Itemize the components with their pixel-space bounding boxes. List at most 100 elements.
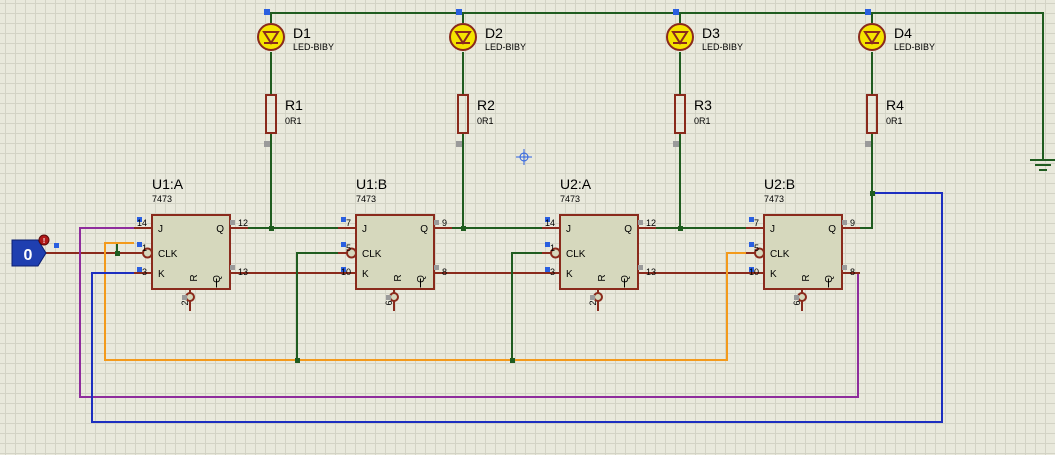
pin-marker <box>230 220 235 225</box>
svg-text:Q: Q <box>620 275 631 283</box>
junction-dot <box>269 226 274 231</box>
pin-number-r: 2 <box>180 300 190 305</box>
chip-body[interactable] <box>355 214 435 290</box>
ground-icon[interactable] <box>1030 155 1055 171</box>
resistor-value: 0R1 <box>285 116 302 126</box>
led-icon[interactable] <box>858 23 886 51</box>
led-icon[interactable] <box>666 23 694 51</box>
wire-orange-loop[interactable] <box>104 242 746 361</box>
pin-label-k: K <box>566 269 573 280</box>
led-part: LED-BIBY <box>702 42 743 52</box>
pin-marker <box>341 267 346 272</box>
pin-label-r: R <box>597 274 608 281</box>
junction-dot <box>510 358 515 363</box>
pin-number-clk: 1 <box>550 243 555 253</box>
reset-bubble <box>797 292 807 302</box>
chip-ref: U1:A <box>152 176 184 192</box>
pin-marker <box>794 295 799 300</box>
pin-label-k: K <box>770 269 777 280</box>
led-icon[interactable] <box>257 23 285 51</box>
pin-marker <box>865 9 871 15</box>
logic-state-value: 0 <box>24 247 33 264</box>
pin-marker <box>545 267 550 272</box>
led-resistor-column-3: D3 LED-BIBY R3 0R1 <box>666 9 743 147</box>
pin-number-j: 7 <box>346 218 351 228</box>
led-icon[interactable] <box>449 23 477 51</box>
pin-number-j: 14 <box>545 218 555 228</box>
junction-dot <box>115 251 120 256</box>
pin-marker <box>137 242 142 247</box>
pin-marker <box>673 9 679 15</box>
pin-label-qbar: Q <box>824 275 835 288</box>
wire-clk-u1b[interactable] <box>296 252 338 360</box>
pin-marker <box>137 267 142 272</box>
pin-marker <box>749 242 754 247</box>
pin-label-j: J <box>362 224 367 235</box>
pin-label-q: Q <box>624 224 632 235</box>
pin-marker <box>842 265 847 270</box>
wire-top-rail[interactable] <box>266 12 1044 155</box>
led-ref: D3 <box>702 25 720 41</box>
pin-label-k: K <box>158 269 165 280</box>
resistor-value: 0R1 <box>694 116 711 126</box>
wire-clk-u2a[interactable] <box>511 252 542 360</box>
pin-marker <box>264 141 270 147</box>
pin-marker <box>673 141 679 147</box>
pin-marker <box>638 265 643 270</box>
resistor-icon[interactable] <box>457 94 469 134</box>
reset-bubble <box>389 292 399 302</box>
resistor-icon[interactable] <box>265 94 277 134</box>
pin-label-r: R <box>801 274 812 281</box>
pin-marker <box>54 243 59 248</box>
pin-label-qbar: Q <box>620 275 631 288</box>
crosshair-cursor-icon <box>516 149 532 165</box>
clock-bubble <box>142 247 153 259</box>
resistor-ref: R3 <box>694 97 712 113</box>
clock-bubble <box>550 247 561 259</box>
resistor-icon[interactable] <box>866 94 878 134</box>
chip-part: 7473 <box>560 194 580 204</box>
wire-blue-loop[interactable] <box>91 192 943 423</box>
flipflop-u1a[interactable]: U1:A 7473 14 1 3 12 13 2 J CLK K Q Q R <box>134 176 248 311</box>
led-ref: D4 <box>894 25 912 41</box>
led-ref: D2 <box>485 25 503 41</box>
flipflop-u1b[interactable]: U1:B 7473 7 5 10 9 8 6 J CLK K Q Q R <box>338 176 452 311</box>
pin-marker <box>386 295 391 300</box>
junction-dots <box>115 191 875 363</box>
pin-number-r: 6 <box>792 300 802 305</box>
resistor-ref: R2 <box>477 97 495 113</box>
led-part: LED-BIBY <box>293 42 334 52</box>
resistor-icon[interactable] <box>674 94 686 134</box>
pin-marker <box>545 242 550 247</box>
pin-number-r: 2 <box>588 300 598 305</box>
pin-number-k: 10 <box>341 267 351 277</box>
chip-body[interactable] <box>559 214 639 290</box>
pin-marker <box>638 220 643 225</box>
svg-text:Q: Q <box>212 275 223 283</box>
led-resistor-column-2: D2 LED-BIBY R2 0R1 <box>449 9 526 147</box>
clock-bubble <box>754 247 765 259</box>
pin-marker <box>264 9 270 15</box>
pin-marker <box>749 267 754 272</box>
resistor-ref: R4 <box>886 97 904 113</box>
pin-number-qbar: 8 <box>442 267 447 277</box>
pin-number-clk: 5 <box>346 243 351 253</box>
pin-marker <box>230 265 235 270</box>
junction-dot <box>295 358 300 363</box>
pin-label-q: Q <box>420 224 428 235</box>
junction-dot <box>870 191 875 196</box>
svg-text:Q: Q <box>416 275 427 283</box>
logic-state-input[interactable]: 0 ! <box>11 234 59 267</box>
flipflop-u2b[interactable]: U2:B 7473 7 5 10 9 8 6 J CLK K Q Q R <box>746 176 860 311</box>
flipflop-u2a[interactable]: U2:A 7473 14 1 3 12 13 2 J CLK K Q Q R <box>542 176 656 311</box>
pin-marker <box>137 217 142 222</box>
resistor-ref: R1 <box>285 97 303 113</box>
led-ref: D1 <box>293 25 311 41</box>
pin-label-clk: CLK <box>362 249 382 260</box>
pin-number-q: 12 <box>238 218 248 228</box>
chip-body[interactable] <box>763 214 843 290</box>
pin-label-qbar: Q <box>416 275 427 288</box>
junction-dot <box>461 226 466 231</box>
pin-marker <box>842 220 847 225</box>
